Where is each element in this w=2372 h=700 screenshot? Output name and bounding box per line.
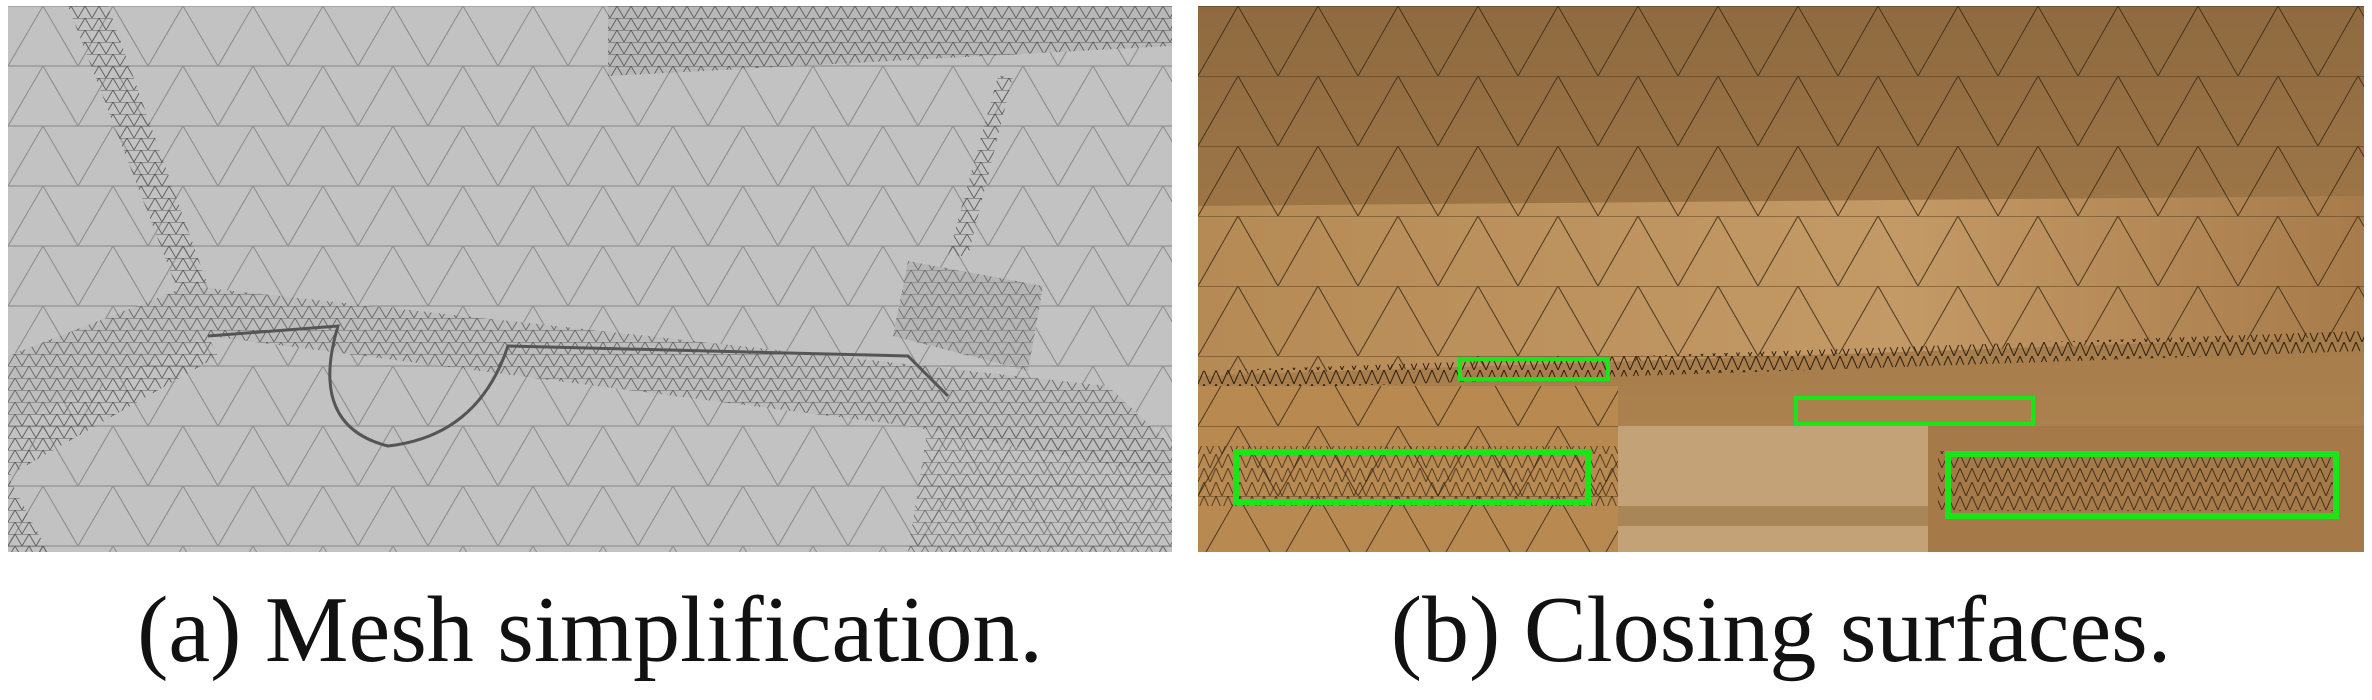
- textured-mesh-illustration: [1198, 6, 2364, 552]
- figure-caption-a: (a) Mesh simplification.: [137, 578, 1043, 682]
- mesh-wireframe-illustration: [8, 6, 1172, 552]
- highlight-box: [1945, 451, 2339, 519]
- highlight-box: [1794, 396, 2035, 426]
- figure-panel-b-closing-surfaces-image: [1198, 6, 2364, 552]
- highlight-box: [1458, 357, 1610, 381]
- figure-caption-b: (b) Closing surfaces.: [1390, 578, 2172, 682]
- figure-panel-a-mesh-image: [8, 6, 1172, 552]
- highlight-box: [1233, 449, 1591, 505]
